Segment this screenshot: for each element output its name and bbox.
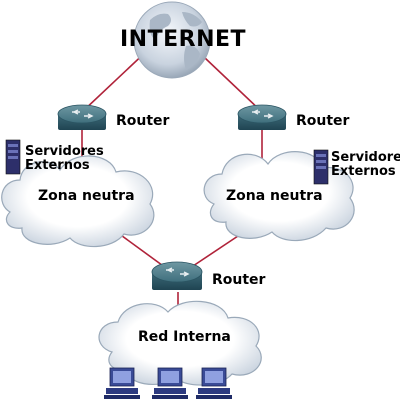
servers-left-line-2: Externos [25,157,90,173]
server-right-icon [313,149,329,185]
zone-right-label: Zona neutra [226,188,323,204]
servers-right-label: Servidores Externos [331,151,400,178]
link-left-zone-bottom-router [117,232,167,269]
link-internet-right-router [204,57,263,113]
servers-right-line-1: Servidores [331,150,400,165]
router-left-label: Router [116,113,170,129]
workstation-2-icon [152,367,188,399]
router-right-icon [237,104,287,130]
router-bottom-icon [151,261,203,290]
cloud-left-icon [1,155,155,248]
router-right-label: Router [296,113,350,129]
servers-left-label: Servidores Externos [25,145,104,172]
router-bottom-label: Router [212,272,266,288]
server-left-icon [5,139,21,175]
internet-globe-icon [133,1,211,79]
workstation-1-icon [104,367,140,399]
servers-right-line-2: Externos [331,163,396,179]
cloud-internal-icon [98,300,262,386]
router-left-icon [57,104,107,130]
workstation-3-icon [196,367,232,399]
internet-label: INTERNET [120,27,247,52]
servers-left-line-1: Servidores [25,144,104,159]
internal-network-label: Red Interna [138,329,231,345]
zone-left-label: Zona neutra [38,188,135,204]
